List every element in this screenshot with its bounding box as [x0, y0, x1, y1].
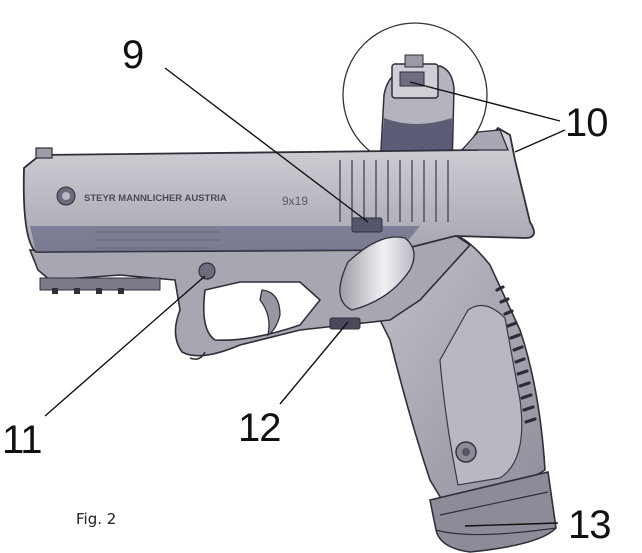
trigger — [259, 289, 281, 337]
slide-lever — [339, 236, 415, 311]
slide — [22, 126, 535, 253]
callout-9: 9 — [122, 33, 144, 77]
grip-panel — [439, 304, 523, 486]
leader-10-inset — [409, 81, 561, 122]
backstrap-texture — [495, 285, 537, 424]
trigger-guard-opening — [202, 281, 322, 342]
slide-marking-text: STEYR MANNLICHER AUSTRIA — [84, 193, 227, 204]
caliber-marking-text: 9x19 — [282, 194, 308, 208]
pistol: STEYR MANNLICHER AUSTRIA 9x19 — [22, 126, 557, 553]
takedown-pin — [198, 262, 216, 280]
frame-grooves — [95, 231, 220, 249]
front-sight — [35, 147, 53, 159]
slide-serrations — [339, 160, 449, 222]
magazine-release — [329, 317, 361, 330]
callout-11: 11 — [2, 418, 43, 462]
leader-11 — [44, 275, 206, 417]
callout-10: 10 — [565, 101, 608, 145]
leader-12 — [279, 321, 349, 405]
detail-inset — [342, 22, 488, 168]
rear-sight — [460, 129, 509, 151]
callout-12: 12 — [238, 406, 281, 450]
leader-13 — [464, 522, 559, 527]
extractor — [351, 217, 383, 233]
leader-10-slide — [514, 129, 566, 153]
figure-caption: Fig. 2 — [76, 510, 117, 528]
callout-13: 13 — [568, 503, 611, 547]
leader-lines — [44, 67, 566, 527]
leader-9 — [164, 67, 369, 223]
